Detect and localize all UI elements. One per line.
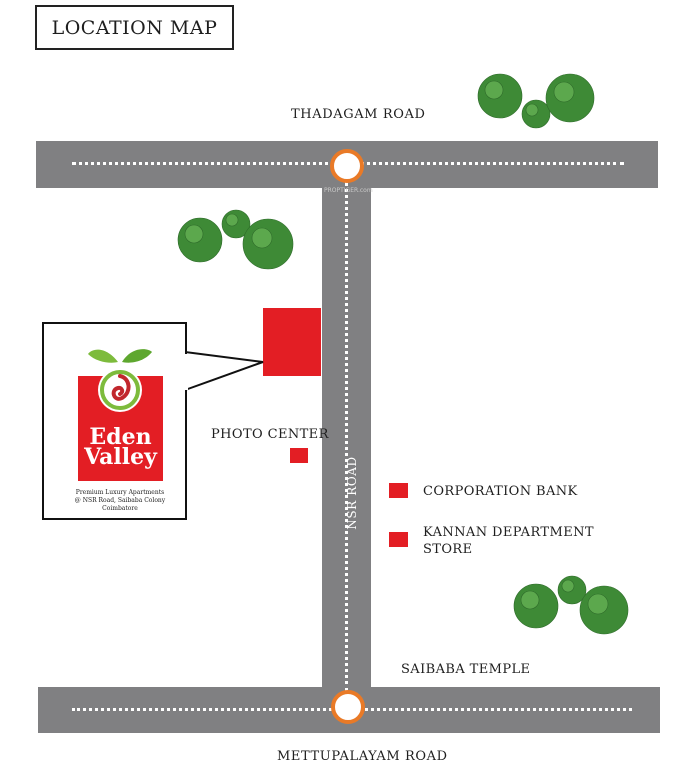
kannan-store-marker (389, 532, 408, 547)
callout-tagline-3: Coimbatore (102, 505, 138, 512)
thadagam-road-label: THADAGAM ROAD (291, 107, 426, 122)
tree-cluster-top-right (477, 73, 595, 129)
junction-bottom-marker (331, 690, 365, 724)
callout-tagline-1: Premium Luxury Apartments (75, 489, 165, 496)
mettupalayam-road-label: METTUPALAYAM ROAD (277, 749, 448, 764)
callout-tagline-2: @ NSR Road, Saibaba Colony (74, 497, 166, 504)
callout-border-patch (185, 354, 188, 390)
watermark: PROPTIGER.com (324, 187, 373, 194)
apple-swirl-icon (88, 349, 152, 412)
nsr-road-centerline (345, 182, 348, 692)
tree-cluster-middle-left (177, 209, 294, 270)
eden-valley-brand-line1: Eden (89, 424, 152, 450)
tree-cluster-bottom-right (513, 575, 629, 635)
map-title: LOCATION MAP (35, 5, 234, 50)
corporation-bank-marker (389, 483, 408, 498)
kannan-store-label-line1: KANNAN DEPARTMENT (423, 525, 594, 540)
junction-top-marker (330, 149, 364, 183)
saibaba-temple-label: SAIBABA TEMPLE (401, 662, 531, 677)
kannan-store-label-line2: STORE (423, 542, 473, 557)
eden-valley-brand-line2: Valley (84, 444, 157, 470)
photo-center-marker (290, 448, 308, 463)
callout-pointer (185, 350, 264, 392)
corporation-bank-label: CORPORATION BANK (423, 484, 578, 499)
photo-center-label: PHOTO CENTER (211, 427, 329, 442)
nsr-road-label: NSR ROAD (345, 456, 359, 530)
project-site-marker (263, 308, 321, 376)
